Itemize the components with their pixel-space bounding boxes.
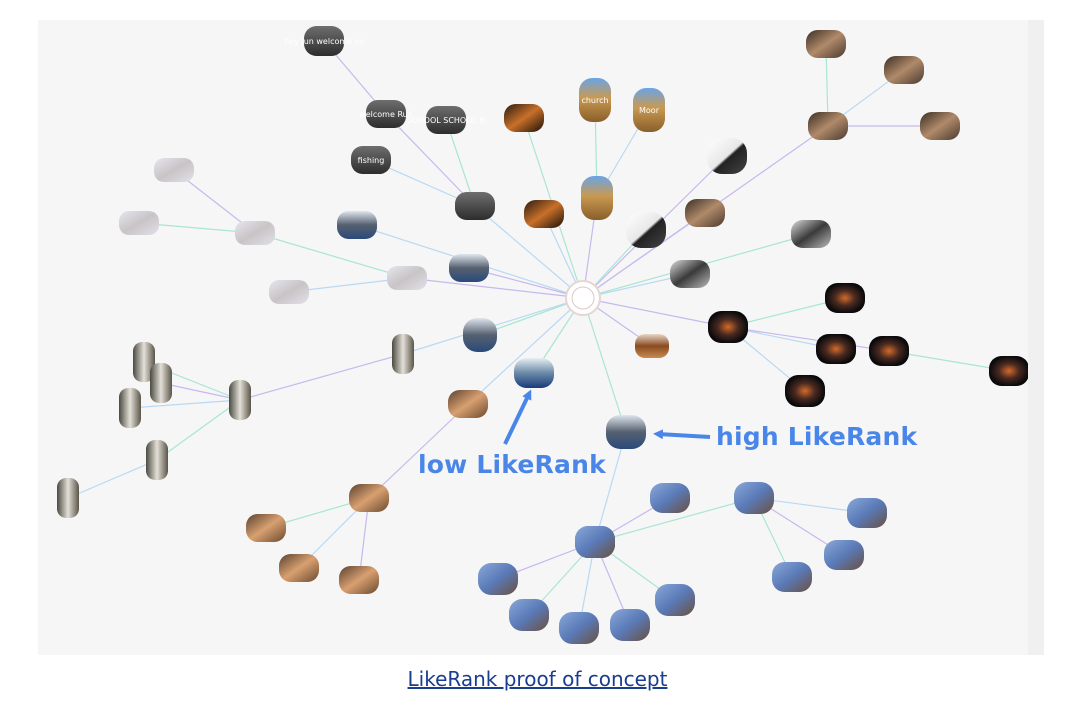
image-node[interactable]: [133, 342, 155, 382]
image-node[interactable]: [478, 563, 518, 595]
graph-edge: [406, 277, 584, 299]
image-node[interactable]: [463, 318, 497, 352]
image-node[interactable]: [392, 334, 414, 374]
graph-edge: [160, 382, 241, 401]
graph-edge: [445, 119, 476, 207]
graph-edge: [479, 297, 584, 336]
image-node[interactable]: [610, 609, 650, 641]
image-node[interactable]: hey Jun welcome co: [284, 26, 364, 56]
image-node[interactable]: [154, 158, 194, 182]
image-node[interactable]: [808, 112, 848, 140]
image-node[interactable]: [575, 526, 615, 558]
caption-link[interactable]: LikeRank proof of concept: [407, 667, 668, 691]
image-node[interactable]: [339, 566, 379, 594]
graph-edge: [594, 431, 627, 543]
image-node[interactable]: [869, 336, 909, 366]
image-node[interactable]: [989, 356, 1029, 386]
image-node[interactable]: [150, 363, 172, 403]
image-node[interactable]: [785, 375, 825, 407]
low-likerank-annotation: low LikeRank: [418, 450, 606, 479]
image-node[interactable]: [524, 200, 564, 228]
image-node[interactable]: [824, 540, 864, 570]
node-label: hey Jun welcome co: [284, 37, 364, 46]
image-node[interactable]: [246, 514, 286, 542]
node-label: fishing: [358, 156, 385, 165]
image-node[interactable]: [57, 478, 79, 518]
panel-scrollbar[interactable]: [1028, 20, 1044, 655]
image-node[interactable]: [791, 220, 831, 248]
graph-edge: [368, 403, 469, 499]
image-node[interactable]: [119, 211, 159, 235]
image-node[interactable]: [448, 390, 488, 418]
graph-edge: [129, 399, 241, 409]
image-node[interactable]: [559, 612, 599, 644]
image-node[interactable]: [581, 176, 613, 220]
image-node[interactable]: SCHOOL SCHOOL B: [407, 106, 485, 134]
graph-edge: [582, 297, 627, 433]
node-label: Moor: [639, 106, 660, 115]
image-node[interactable]: [708, 311, 748, 343]
node-label: SCHOOL SCHOOL B: [407, 116, 485, 125]
center-node[interactable]: [565, 280, 601, 316]
image-node[interactable]: [337, 211, 377, 239]
image-node[interactable]: [449, 254, 489, 282]
graph-edge: [239, 353, 404, 401]
image-node[interactable]: [279, 554, 319, 582]
image-node[interactable]: [816, 334, 856, 364]
high-likerank-annotation: high LikeRank: [716, 422, 918, 451]
image-node[interactable]: [734, 482, 774, 514]
image-node[interactable]: fishing: [351, 146, 391, 174]
image-node[interactable]: [772, 562, 812, 592]
annotation-arrows: [503, 389, 711, 445]
node-label: church: [581, 96, 608, 105]
low-likerank-arrow: [503, 389, 532, 445]
image-node[interactable]: [825, 283, 865, 313]
image-node[interactable]: [626, 212, 666, 248]
image-node[interactable]: [504, 104, 544, 132]
graph-edge: [467, 297, 584, 405]
image-node[interactable]: [119, 388, 141, 428]
image-node[interactable]: [455, 192, 495, 220]
image-node[interactable]: [707, 138, 747, 174]
image-node[interactable]: [806, 30, 846, 58]
image-node[interactable]: [884, 56, 924, 84]
graph-edge: [474, 205, 584, 299]
image-node[interactable]: [269, 280, 309, 304]
graph-edge: [385, 113, 476, 207]
image-node[interactable]: welcome Ruh: [359, 100, 413, 128]
graph-edge: [254, 232, 408, 279]
image-node[interactable]: [606, 415, 646, 449]
image-node[interactable]: church: [579, 78, 611, 122]
image-node[interactable]: Moor: [633, 88, 665, 132]
image-node[interactable]: [146, 440, 168, 480]
image-node[interactable]: [847, 498, 887, 528]
image-node[interactable]: [514, 358, 554, 388]
node-label: welcome Ruh: [359, 110, 413, 119]
image-node[interactable]: [655, 584, 695, 616]
image-node[interactable]: [509, 599, 549, 631]
image-node[interactable]: [349, 484, 389, 512]
image-node[interactable]: [235, 221, 275, 245]
graph-edge: [888, 350, 1010, 372]
image-node[interactable]: [920, 112, 960, 140]
image-node[interactable]: [635, 334, 669, 358]
image-node[interactable]: [685, 199, 725, 227]
graph-edge: [156, 399, 241, 461]
image-node[interactable]: [387, 266, 427, 290]
graph-edge: [582, 297, 729, 328]
graph-edge: [594, 497, 755, 543]
graph-edge: [727, 326, 890, 352]
high-likerank-arrow: [653, 429, 711, 440]
image-node[interactable]: [650, 483, 690, 513]
image-node[interactable]: [229, 380, 251, 420]
image-node[interactable]: [670, 260, 710, 288]
graph-edge: [67, 459, 158, 499]
